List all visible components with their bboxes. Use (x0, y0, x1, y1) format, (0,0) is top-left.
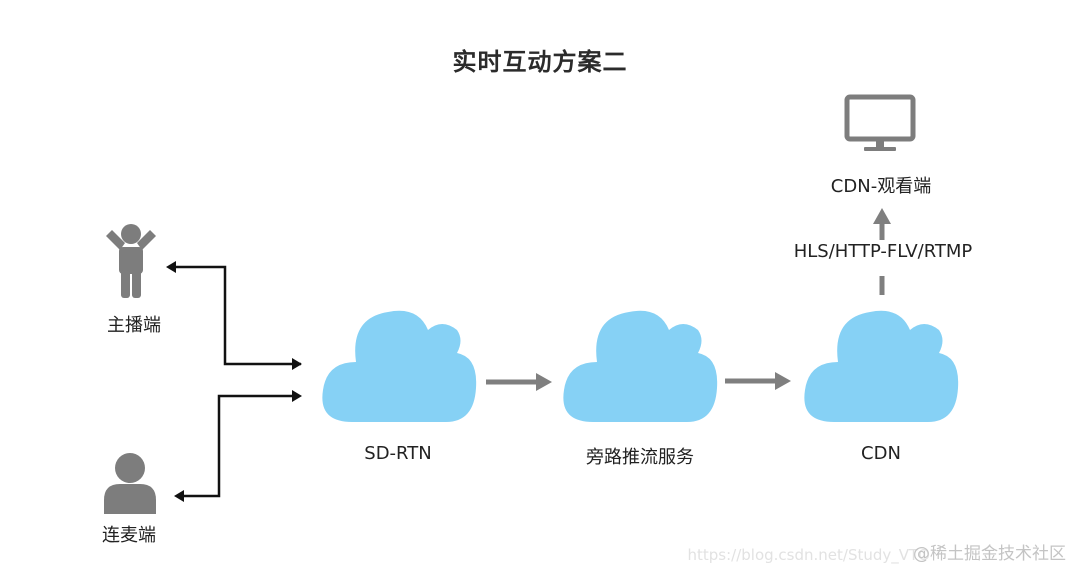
person-icon (104, 453, 156, 514)
co-host-link-arrow (174, 390, 302, 502)
host-label: 主播端 (107, 315, 161, 336)
cloud-icon-sd-rtn (322, 310, 477, 422)
cloud-icon-cdn (804, 310, 959, 422)
viewer-label: CDN-观看端 (830, 176, 932, 197)
diagram-title: 实时互动方案二 (452, 48, 628, 76)
cloud-icon-relay (563, 310, 718, 422)
monitor-icon (844, 94, 916, 151)
person-arms-up-icon (106, 224, 156, 298)
sd-rtn-label: SD-RTN (364, 443, 432, 464)
co-host-label: 连麦端 (102, 525, 156, 546)
sd-rtn-to-relay-arrow (486, 373, 552, 391)
watermark-brand: @稀土掘金技术社区 (913, 544, 1066, 564)
protocol-label: HLS/HTTP-FLV/RTMP (793, 241, 973, 262)
cdn-label: CDN (861, 443, 901, 464)
watermark-url: https://blog.csdn.net/Study_VTO (687, 546, 931, 564)
cdn-to-viewer-arrow (873, 208, 891, 295)
relay-to-cdn-arrow (725, 372, 791, 390)
relay-label: 旁路推流服务 (586, 447, 694, 468)
host-link-arrow (166, 261, 302, 370)
